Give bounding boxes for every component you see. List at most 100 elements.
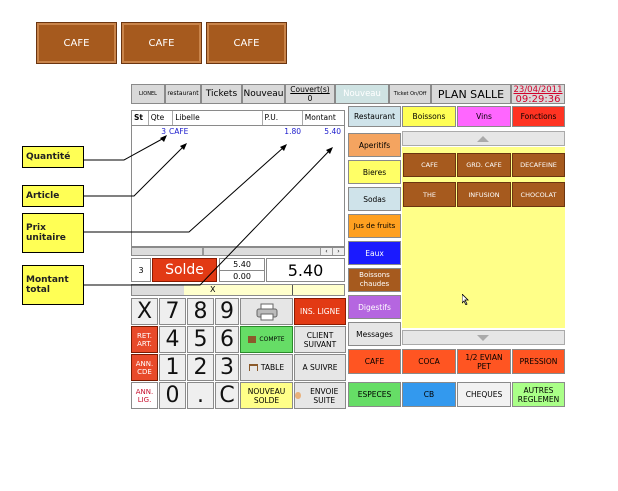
tab-fonctions[interactable]: Fonctions — [512, 106, 565, 127]
cat-jus-de-fruits[interactable]: Jus de fruits — [348, 214, 401, 238]
scroll-up-button[interactable] — [402, 131, 565, 146]
product-the[interactable]: THE — [403, 182, 456, 207]
date-text: 23/04/2011 — [513, 85, 563, 95]
table-icon — [248, 364, 258, 371]
time-text: 09:29:36 — [515, 94, 561, 105]
product-grd-cafe[interactable]: GRD. CAFE — [457, 153, 511, 177]
col-st: St — [132, 111, 149, 125]
subtotals: 5.40 0.00 — [219, 258, 265, 282]
pay-cb[interactable]: CB — [402, 382, 456, 407]
table-button[interactable]: TABLE — [240, 354, 293, 381]
label-montant-total: Montant total — [22, 265, 84, 305]
key-2[interactable]: 2 — [187, 354, 214, 381]
product-chocolat[interactable]: CHOCOLAT — [512, 182, 565, 207]
product-decafeine[interactable]: DECAFEINE — [512, 153, 565, 177]
col-montant: Montant — [304, 113, 336, 122]
key-8[interactable]: 8 — [187, 298, 214, 325]
col-libelle: Libelle — [173, 111, 263, 125]
key-1[interactable]: 1 — [159, 354, 186, 381]
compte-button[interactable]: COMPTE — [240, 326, 293, 353]
pay-autres[interactable]: AUTRES REGLEMEN — [512, 382, 565, 407]
ticket-scrollbar[interactable]: ‹ › — [131, 247, 345, 256]
a-suivre-button[interactable]: A SUIVRE — [294, 354, 346, 381]
printer-icon — [256, 303, 277, 320]
key-9[interactable]: 9 — [215, 298, 239, 325]
subtotal-top: 5.40 — [220, 259, 264, 271]
key-4[interactable]: 4 — [159, 326, 186, 353]
key-0[interactable]: 0 — [159, 382, 186, 409]
ins-ligne-button[interactable]: INS. LIGNE — [294, 298, 346, 325]
cat-eaux[interactable]: Eaux — [348, 241, 401, 265]
quick-coca[interactable]: COCA — [402, 349, 456, 374]
mouse-cursor-icon — [461, 290, 470, 309]
cat-digestifs[interactable]: Digestifs — [348, 295, 401, 319]
send-icon — [295, 392, 301, 399]
input-bar[interactable]: X — [131, 284, 345, 296]
tab-boissons[interactable]: Boissons — [402, 106, 456, 127]
up-arrow-icon — [477, 136, 489, 142]
total-amount: 5.40 — [266, 258, 345, 282]
cat-sodas[interactable]: Sodas — [348, 187, 401, 211]
row-montant: 5.40 — [324, 127, 341, 136]
nouveau-solde-button[interactable]: NOUVEAU SOLDE — [240, 382, 293, 409]
key-dot[interactable]: . — [187, 382, 214, 409]
input-x: X — [210, 285, 216, 294]
quick-pression[interactable]: PRESSION — [512, 349, 565, 374]
product-cafe[interactable]: CAFE — [403, 153, 456, 177]
client-suivant-button[interactable]: CLIENT SUIVANT — [294, 326, 346, 353]
mode-button[interactable]: restaurant — [165, 84, 201, 104]
print-button[interactable] — [240, 298, 293, 325]
item-count: 3 — [131, 258, 151, 282]
compte-label: COMPTE — [259, 336, 285, 343]
scroll-left-arrow[interactable]: ‹ — [320, 248, 332, 255]
pay-cheques[interactable]: CHEQUES — [457, 382, 511, 407]
key-3[interactable]: 3 — [215, 354, 239, 381]
cat-messages[interactable]: Messages — [348, 322, 401, 346]
key-6[interactable]: 6 — [215, 326, 239, 353]
plan-salle-button[interactable]: PLAN SALLE — [431, 84, 511, 104]
ret-art-button[interactable]: RET. ART. — [131, 326, 158, 353]
scroll-right-arrow[interactable]: › — [332, 248, 344, 255]
ann-cde-button[interactable]: ANN. CDE — [131, 354, 158, 381]
scroll-thumb[interactable] — [202, 248, 204, 255]
col-pu: P.U. — [263, 111, 303, 125]
ann-lig-button[interactable]: ANN. LIG. — [131, 382, 158, 409]
key-5[interactable]: 5 — [187, 326, 214, 353]
top-cafe-button-3[interactable]: CAFE — [206, 22, 287, 64]
cat-bieres[interactable]: Bieres — [348, 160, 401, 184]
down-arrow-icon — [477, 335, 489, 341]
user-name: LIONEL — [131, 84, 165, 104]
scroll-down-button[interactable] — [402, 330, 565, 345]
row-libelle: CAFE — [169, 127, 189, 136]
cat-aperitifs[interactable]: Aperitifs — [348, 133, 401, 157]
label-prix-unitaire: Prix unitaire — [22, 213, 84, 253]
key-7[interactable]: 7 — [159, 298, 186, 325]
envoie-suite-label: ENVOIE SUITE — [310, 386, 339, 405]
couverts-value: 0 — [307, 94, 313, 103]
top-cafe-button-2[interactable]: CAFE — [121, 22, 202, 64]
table-label: TABLE — [260, 363, 285, 372]
top-cafe-button-1[interactable]: CAFE — [36, 22, 117, 64]
row-qte: 3 — [161, 127, 166, 136]
table-row[interactable]: 3 CAFE 1.80 5.40 — [132, 126, 344, 138]
quick-cafe[interactable]: CAFE — [348, 349, 401, 374]
couverts-button[interactable]: Couvert(s) 0 — [285, 84, 335, 104]
ticket-on-off-button[interactable]: Ticket On/Off — [389, 84, 431, 104]
product-infusion[interactable]: INFUSION — [457, 182, 511, 207]
couverts-label: Couvert(s) — [290, 85, 330, 94]
tab-restaurant[interactable]: Restaurant — [348, 106, 401, 127]
subtotal-bottom: 0.00 — [233, 272, 251, 281]
tab-vins[interactable]: Vins — [457, 106, 511, 127]
nouveau-disabled-button[interactable]: Nouveau — [335, 84, 389, 104]
pay-especes[interactable]: ESPECES — [348, 382, 401, 407]
quick-evian[interactable]: 1/2 EVIAN PET — [457, 349, 511, 374]
ticket-header: St Qte Libelle P.U. Montant — [132, 111, 344, 126]
key-x[interactable]: X — [131, 298, 158, 325]
cat-boissons-chaudes[interactable]: Boissons chaudes — [348, 268, 401, 292]
datetime: 23/04/2011 09:29:36 — [511, 84, 565, 105]
nouveau-button[interactable]: Nouveau — [242, 84, 285, 104]
key-c[interactable]: C — [215, 382, 239, 409]
tickets-button[interactable]: Tickets — [201, 84, 242, 104]
envoie-suite-button[interactable]: ENVOIE SUITE — [294, 382, 346, 409]
product-grid — [402, 147, 565, 328]
